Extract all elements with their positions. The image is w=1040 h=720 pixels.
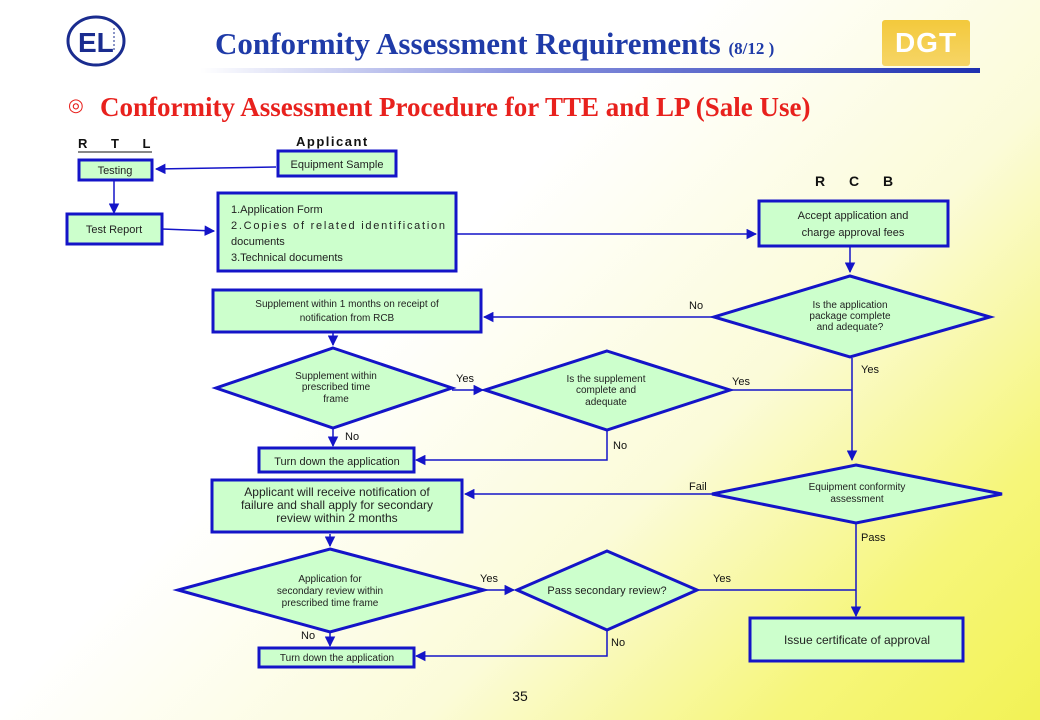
column-applicant: Applicant [296,134,369,149]
edge-pass-secondary-no [414,630,608,662]
label-documents-1: 1.Application Form [231,204,323,216]
edge-supp-complete-no [414,430,608,466]
label-suppcomplete-1: Is the supplement [567,374,646,385]
el-logo: EL [66,15,126,67]
label-issue-certificate: Issue certificate of approval [784,633,930,647]
node-supplement-frame [211,346,457,430]
label-supp1-1: Supplement within 1 months on receipt of [255,299,439,310]
edge-label-no-supp-complete: No [613,440,627,452]
node-supplement-complete [480,349,735,432]
edge-label-pass: Pass [861,532,886,544]
label-notify-3: review within 2 months [276,511,397,525]
label-package-3: and adequate? [817,322,884,333]
page-title: Conformity Assessment Requirements (8/12… [215,26,915,62]
node-turn-down-2 [257,646,416,669]
edge-label-yes-package: Yes [861,364,879,376]
nodes [65,149,1003,669]
label-notify-1: Applicant will receive notification of [244,485,430,499]
edge-label-yes-supp-complete: Yes [732,376,750,388]
header-rule [200,68,980,73]
node-secondary-frame [172,547,490,634]
logo-text: EL [78,27,114,58]
label-pass-secondary: Pass secondary review? [547,585,666,597]
label-suppcomplete-2: complete and [576,385,636,396]
label-suppframe-2: prescribed time [302,382,371,393]
label-package-1: Is the application [812,300,887,311]
node-issue-certificate [748,616,965,663]
edge-label-fail: Fail [689,481,707,493]
title-page: (8/12 ) [728,39,775,58]
label-assessment-1: Equipment conformity [809,482,906,493]
node-pass-secondary [513,549,701,632]
label-documents-3: documents [231,236,285,248]
edges [108,163,862,662]
page-subtitle: Conformity Assessment Procedure for TTE … [100,92,811,122]
label-suppframe-1: Supplement within [295,371,377,382]
label-testing: Testing [98,165,133,177]
label-suppframe-3: frame [323,394,349,405]
label-package-2: package complete [809,311,891,322]
edge-label-no-package: No [689,300,703,312]
column-rcb: R C B [815,173,903,189]
label-secframe-3: prescribed time frame [282,598,379,609]
label-suppcomplete-3: adequate [585,397,627,408]
label-turn-down-1: Turn down the application [274,456,400,468]
label-assessment-2: assessment [830,494,884,505]
edge-label-no-supp-frame: No [345,431,359,443]
label-equipment-sample: Equipment Sample [291,159,384,171]
node-package-complete [708,274,996,359]
label-test-report: Test Report [86,224,142,236]
node-turn-down-1 [257,446,416,474]
dgt-badge: DGT [882,20,970,66]
node-documents [216,191,458,273]
node-accept-application [757,199,950,248]
label-documents-4: 3.Technical documents [231,252,343,264]
label-accept-1: Accept application and [798,210,909,222]
page-number: 35 [512,688,528,704]
edge-report-to-docs [161,225,216,236]
edge-label-yes-supp-frame: Yes [456,373,474,385]
node-testing [77,158,154,182]
label-secframe-2: secondary review within [277,586,383,597]
label-turn-down-2: Turn down the application [280,653,394,664]
label-secframe-1: Application for [298,574,362,585]
column-rtl: R T L [78,136,161,151]
bullet-icon: ◎ [68,95,84,115]
title-text: Conformity Assessment Requirements [215,26,721,61]
node-equipment-sample [276,149,398,178]
edge-label-yes-pass-secondary: Yes [713,573,731,585]
label-notify-2: failure and shall apply for secondary [241,498,433,512]
node-test-report [65,212,164,246]
edge-label-no-secondary-frame: No [301,630,315,642]
node-equipment-assessment [711,463,1003,525]
edge-sample-to-testing [154,163,277,175]
label-documents-2: 2.Copies of related identification [231,220,445,232]
node-notify-failure [210,478,464,534]
node-supplement-1-month [211,288,483,334]
label-supp1-2: notification from RCB [300,313,395,324]
edge-label-yes-secondary-frame: Yes [480,573,498,585]
edge-label-no-pass-secondary: No [611,637,625,649]
label-accept-2: charge approval fees [802,227,905,239]
